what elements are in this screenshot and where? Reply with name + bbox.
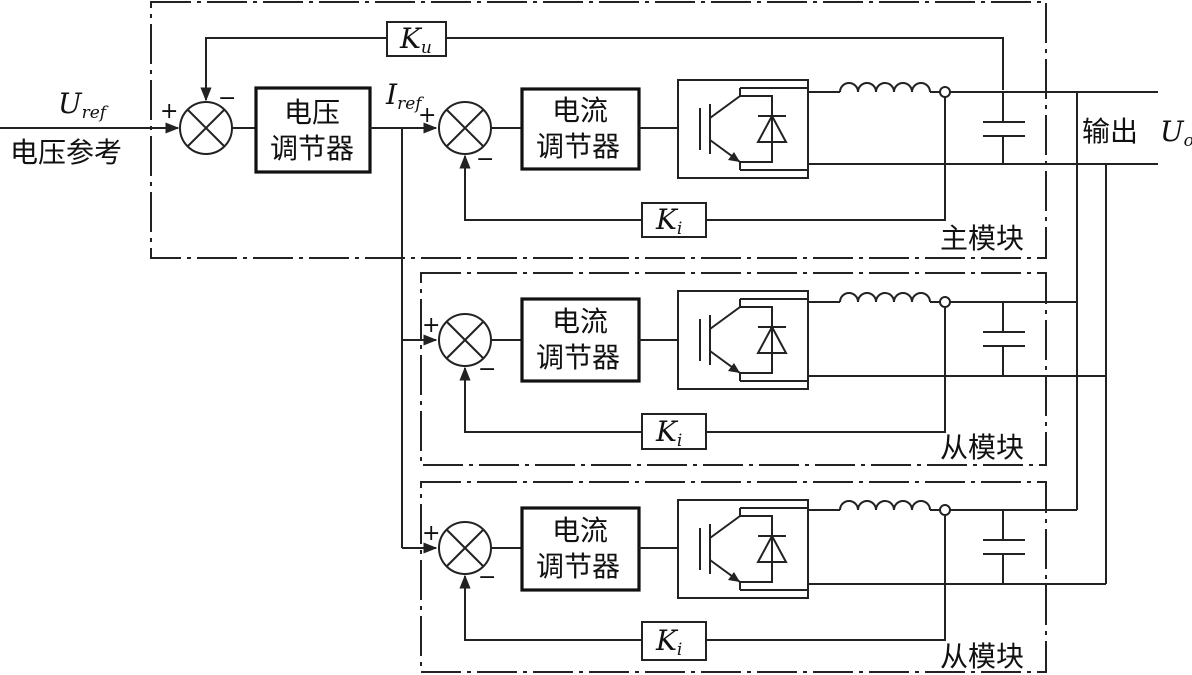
slave2-ki-gain-block xyxy=(641,621,707,661)
slave1-current-feedback-line xyxy=(706,307,946,433)
slave1-current-regulator-line2: 调节器 xyxy=(536,341,620,374)
slave1-current-regulator-block xyxy=(520,297,641,383)
slave2-isum-plus-sign: + xyxy=(422,521,440,546)
master-ki-gain-label: Ki xyxy=(655,203,682,239)
master-inductor-icon xyxy=(839,82,931,93)
slave2-current-regulator-block xyxy=(520,506,641,592)
voltage-regulator-block xyxy=(254,86,372,174)
slave1-inductor-icon xyxy=(839,292,931,303)
slave1-isum-plus-sign: + xyxy=(422,313,440,338)
slave2-current-feedback-return-line xyxy=(459,574,642,641)
slave-module-2-label: 从模块 xyxy=(940,640,1024,673)
voltage-sum-minus-sign: − xyxy=(218,86,236,111)
slave1-current-regulator-line1: 电流 xyxy=(552,305,608,338)
ku-gain-label: Ku xyxy=(399,22,432,58)
voltage-regulator-line2: 调节器 xyxy=(270,132,354,165)
slave2-capacitor-icon xyxy=(983,510,1025,584)
master-isum-plus-sign: + xyxy=(418,103,436,128)
slave2-current-regulator-line2: 调节器 xyxy=(536,550,620,583)
ku-gain-block xyxy=(386,21,447,57)
voltage-regulator-line1: 电压 xyxy=(284,96,340,129)
master-current-regulator-line1: 电流 xyxy=(552,94,608,127)
slave2-ki-gain-label: Ki xyxy=(655,624,682,660)
slave1-ki-gain-label: Ki xyxy=(655,415,682,451)
slave2-current-sense-node xyxy=(939,504,951,516)
master-current-sense-node xyxy=(939,86,951,98)
slave2-isum-minus-sign: − xyxy=(478,565,496,590)
slave1-isum-minus-sign: − xyxy=(478,357,496,382)
master-ki-gain-block xyxy=(641,202,707,238)
slave1-current-feedback-return-line xyxy=(459,366,642,433)
master-current-regulator-block xyxy=(520,87,641,171)
slave1-igbt-switch-icon xyxy=(677,290,809,390)
voltage-feedback-return-line xyxy=(200,37,387,102)
slave2-inductor-icon xyxy=(839,500,931,511)
voltage-feedback-line xyxy=(446,37,1004,90)
output-label-background xyxy=(1080,112,1192,152)
slave1-current-sense-node xyxy=(939,296,951,308)
slave2-current-regulator-line1: 电流 xyxy=(552,514,608,547)
master-current-regulator-line2: 调节器 xyxy=(536,130,620,163)
output-caption: 输出 xyxy=(1082,115,1138,148)
master-isum-minus-sign: − xyxy=(476,147,494,172)
input-caption: 电压参考 xyxy=(10,136,122,169)
slave-module-1-label: 从模块 xyxy=(940,431,1024,464)
master-current-feedback-return-line xyxy=(459,154,642,221)
slave1-ki-gain-block xyxy=(641,413,707,450)
voltage-sum-plus-sign: + xyxy=(160,99,178,124)
master-igbt-switch-icon xyxy=(677,79,809,179)
slave2-current-feedback-line xyxy=(706,515,946,641)
slave2-igbt-switch-icon xyxy=(677,499,809,599)
output-symbol: Uo xyxy=(1160,115,1192,151)
slave-module-2-frame xyxy=(420,481,1047,673)
slave-module-1-frame xyxy=(420,272,1047,466)
master-capacitor-icon xyxy=(983,92,1025,164)
input-symbol: Uref xyxy=(58,87,109,123)
current-reference-label: Iref xyxy=(385,78,424,114)
slave1-capacitor-icon xyxy=(983,302,1025,376)
master-module-label: 主模块 xyxy=(940,222,1024,255)
master-module-frame xyxy=(150,1,1047,259)
master-current-feedback-line xyxy=(706,97,946,221)
